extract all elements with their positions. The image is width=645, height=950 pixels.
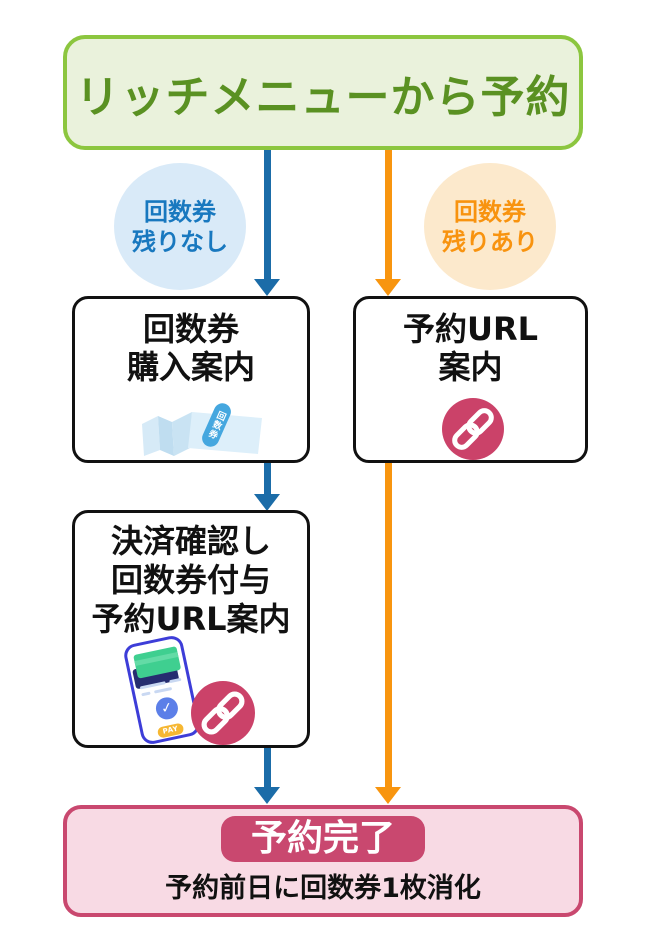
step-reserve-url-line2: 案内: [438, 348, 503, 386]
link-icon-svg: [442, 398, 504, 460]
badge-has-tickets: 回数券 残りあり: [424, 163, 556, 290]
badge-no-tickets: 回数券 残りなし: [114, 163, 246, 290]
arrow-orange-long-shaft: [385, 463, 392, 788]
step-payment-line1: 決済確認し: [110, 522, 271, 560]
step-reserve-url-line1: 予約URL: [402, 310, 539, 348]
arrow-blue-bottom-head: [254, 787, 280, 804]
phone-text-line: [141, 691, 151, 697]
arrow-blue-bottom-shaft: [264, 748, 271, 788]
arrow-blue-top-head: [254, 279, 280, 296]
badge-has-tickets-line2: 残りあり: [442, 227, 538, 256]
ticket-illustration: 回数券: [136, 398, 264, 460]
link-icon: [442, 398, 504, 460]
badge-no-tickets-line2: 残りなし: [132, 227, 228, 256]
completion-box: 予約完了 予約前日に回数券1枚消化: [63, 805, 583, 917]
phone-text-line: [153, 686, 173, 694]
ticket-accordion-icon: [142, 412, 262, 456]
arrow-blue-mid-shaft: [264, 463, 271, 495]
step-ticket-purchase-line1: 回数券: [142, 310, 239, 348]
badge-no-tickets-line1: 回数券: [144, 197, 216, 226]
arrow-blue-top-shaft: [264, 150, 271, 280]
phone-payment-illustration: ✓ PAY: [122, 633, 202, 747]
arrow-orange-top-shaft: [385, 150, 392, 280]
credit-card-stripe: [134, 651, 179, 666]
completion-badge: 予約完了: [220, 816, 425, 862]
badge-has-tickets-line1: 回数券: [454, 197, 526, 226]
arrow-orange-long-head: [375, 787, 401, 804]
arrow-orange-top-head: [375, 279, 401, 296]
pay-button-label: PAY: [156, 722, 185, 739]
link-icon: [191, 681, 255, 745]
step-ticket-purchase-line2: 購入案内: [126, 348, 255, 386]
link-icon-svg: [191, 681, 255, 745]
step-payment-line3: 予約URL案内: [91, 600, 291, 638]
step-reserve-url: 予約URL 案内: [353, 296, 588, 463]
check-icon: ✓: [153, 695, 180, 722]
step-payment-line2: 回数券付与: [110, 561, 271, 599]
completion-note: 予約前日に回数券1枚消化: [165, 873, 481, 904]
step-ticket-purchase: 回数券 購入案内 回数券: [72, 296, 310, 463]
title-box: リッチメニューから予約: [63, 35, 583, 150]
step-payment-confirm: 決済確認し 回数券付与 予約URL案内 ✓ PAY: [72, 510, 310, 748]
title-text: リッチメニューから予約: [75, 71, 571, 123]
arrow-blue-mid-head: [254, 494, 280, 511]
